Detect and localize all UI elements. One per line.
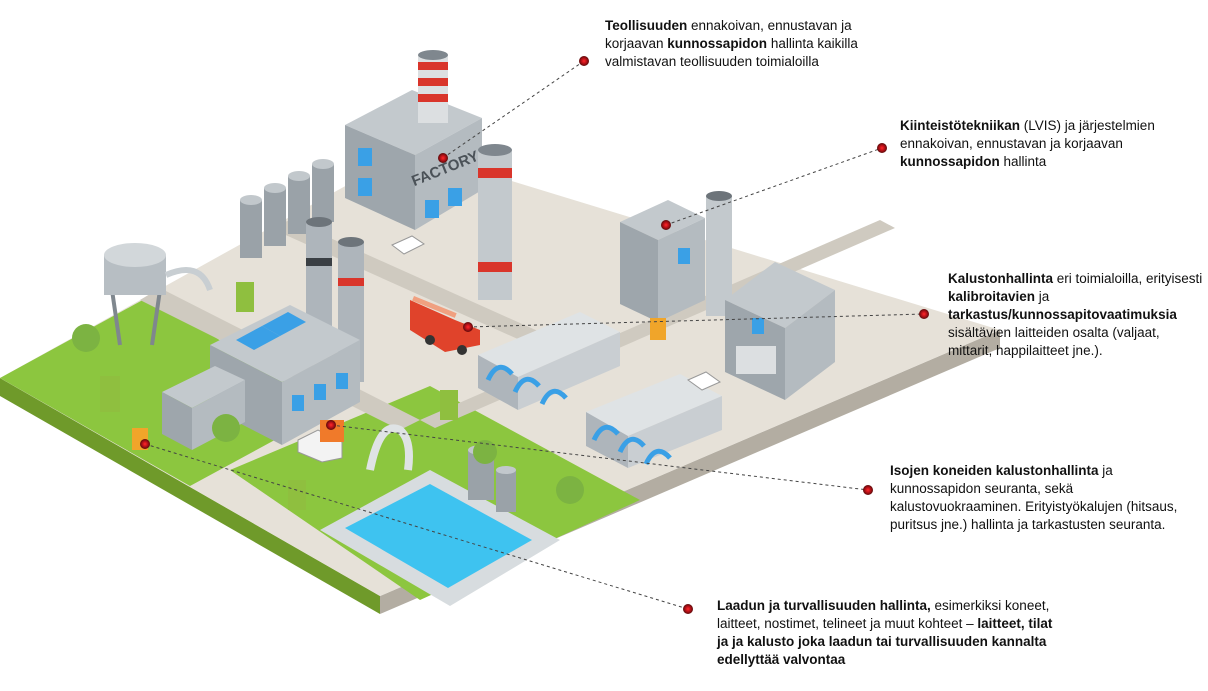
marker-truck-end	[863, 485, 873, 495]
callout-text-part: hallinta kaikilla valmistavan teollisuud…	[605, 36, 858, 69]
chimneys	[306, 50, 732, 382]
marker-firetruck-end	[919, 309, 929, 319]
callout-text-part: Teollisuuden	[605, 18, 688, 33]
callout-industry-maintenance: Teollisuuden ennakoivan, ennustavan ja k…	[605, 17, 905, 71]
callout-text-part: ennakoivan, ennustavan ja korjaavan	[605, 18, 852, 51]
marker-truck	[326, 420, 336, 430]
callout-text-part: laitteet, tilat ja ja kalusto joka laadu…	[717, 616, 1053, 667]
trees	[72, 282, 584, 510]
marker-firetruck	[463, 322, 473, 332]
callout-text-part: kunnossapidon	[667, 36, 768, 51]
marker-building	[661, 220, 671, 230]
callout-text-part: eri toimialoilla, erityisesti	[1053, 271, 1203, 286]
callout-property-maintenance: Kiinteistötekniikan (LVIS) ja järjestelm…	[900, 117, 1190, 171]
silo-tanks	[240, 159, 334, 258]
callout-text-part: kalibroitavien	[948, 289, 1036, 304]
marker-building-end	[877, 143, 887, 153]
callout-text-part: tarkastus/kunnossapitovaatimuksia	[948, 307, 1177, 322]
marker-factory-end	[579, 56, 589, 66]
callout-text-part: Isojen koneiden kalustonhallinta	[890, 463, 1099, 478]
fire-truck	[410, 296, 480, 355]
callout-text-part: Laadun ja turvallisuuden hallinta,	[717, 598, 931, 613]
markers	[140, 56, 929, 614]
callout-text-part: esimerkiksi koneet, laitteet, nostimet, …	[717, 598, 1050, 631]
callout-heavy-machinery: Isojen koneiden kalustonhallinta ja kunn…	[890, 462, 1190, 534]
leader-lines	[144, 60, 925, 610]
pool-area	[320, 424, 560, 606]
callout-text-part: Kiinteistötekniikan	[900, 118, 1021, 133]
callout-quality-safety: Laadun ja turvallisuuden hallinta, esime…	[717, 597, 1057, 669]
callout-text-part: ja	[1035, 289, 1050, 304]
factory-building: FACTORY	[345, 90, 482, 230]
office-building	[162, 305, 360, 450]
callout-text-part: Kalustonhallinta	[948, 271, 1054, 286]
callout-text-part: sisältävien laitteiden osalta (valjaat, …	[948, 325, 1160, 358]
callout-text-part: ja kunnossapidon seuranta, sekä kalustov…	[890, 463, 1178, 532]
callout-text-part: hallinta	[999, 154, 1047, 169]
water-tower	[104, 243, 213, 346]
hangars	[478, 312, 722, 468]
callout-text-part: kunnossapidon	[900, 154, 1000, 169]
marker-forklift-end	[683, 604, 693, 614]
right-buildings	[620, 200, 835, 400]
marker-forklift	[140, 439, 150, 449]
callout-fleet-management: Kalustonhallinta eri toimialoilla, erity…	[948, 270, 1203, 360]
callout-text-part: (LVIS) ja järjestelmien ennakoivan, ennu…	[900, 118, 1155, 151]
marker-factory	[438, 153, 448, 163]
